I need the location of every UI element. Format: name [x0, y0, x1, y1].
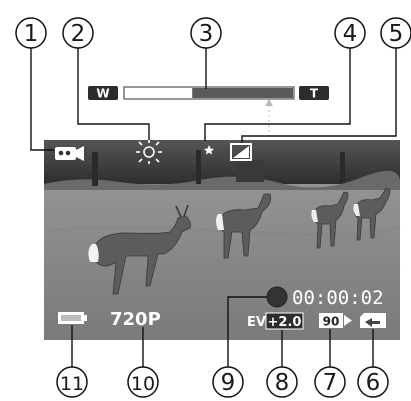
zoom-wide-badge — [88, 86, 118, 100]
frame-icon — [230, 143, 252, 161]
svg-text:7: 7 — [323, 370, 338, 396]
timecode-label: 00:00:02 — [292, 287, 384, 309]
resolution-label: 720P — [110, 309, 161, 330]
deer-small-b — [353, 187, 391, 241]
svg-text:3: 3 — [199, 21, 214, 47]
sun-icon — [136, 140, 162, 164]
svg-text:9: 9 — [221, 370, 236, 396]
moon-star-icon — [195, 143, 214, 160]
callout-2: 2 — [62, 17, 94, 49]
svg-text:10: 10 — [131, 373, 155, 395]
svg-text:8: 8 — [275, 370, 290, 396]
svg-text:5: 5 — [389, 21, 404, 47]
svg-text:11: 11 — [60, 373, 84, 395]
zoom-tele-label: T — [310, 87, 319, 101]
deer-large — [88, 204, 191, 295]
callout-5: 5 — [380, 17, 411, 49]
callout-lines-bottom — [71, 296, 374, 367]
ev-label: EV — [247, 315, 266, 330]
svg-text:1: 1 — [24, 21, 39, 47]
callout-1: 1 — [15, 17, 47, 49]
zoom-bar: W T — [88, 86, 329, 101]
ev-badge: EV +2.0 — [247, 312, 304, 330]
video-camera-icon — [55, 146, 84, 161]
counter-badge: 90 — [319, 313, 352, 329]
battery-icon — [58, 312, 87, 324]
svg-text:6: 6 — [366, 370, 381, 396]
callout-11: 11 — [56, 366, 88, 398]
ev-value: +2.0 — [268, 315, 302, 330]
zoom-tele-badge — [299, 86, 329, 100]
deer-small-a — [311, 191, 349, 249]
svg-text:2: 2 — [71, 21, 86, 47]
callout-7: 7 — [314, 366, 346, 398]
record-dot-icon — [266, 286, 288, 308]
callout-8: 8 — [266, 366, 298, 398]
zoom-wide-label: W — [96, 87, 109, 101]
svg-text:4: 4 — [343, 21, 358, 47]
callout-9: 9 — [212, 366, 244, 398]
deer-medium — [216, 193, 272, 259]
zoom-fill — [192, 88, 293, 98]
counter-value: 90 — [323, 315, 340, 329]
callout-10: 10 — [127, 366, 159, 398]
callout-4: 4 — [334, 17, 366, 49]
callout-lines-top — [30, 48, 397, 151]
callout-3: 3 — [190, 17, 222, 49]
deer-group — [88, 187, 391, 295]
viewfinder-screen — [43, 140, 401, 340]
sd-card-icon — [360, 313, 386, 328]
callout-6: 6 — [357, 366, 389, 398]
